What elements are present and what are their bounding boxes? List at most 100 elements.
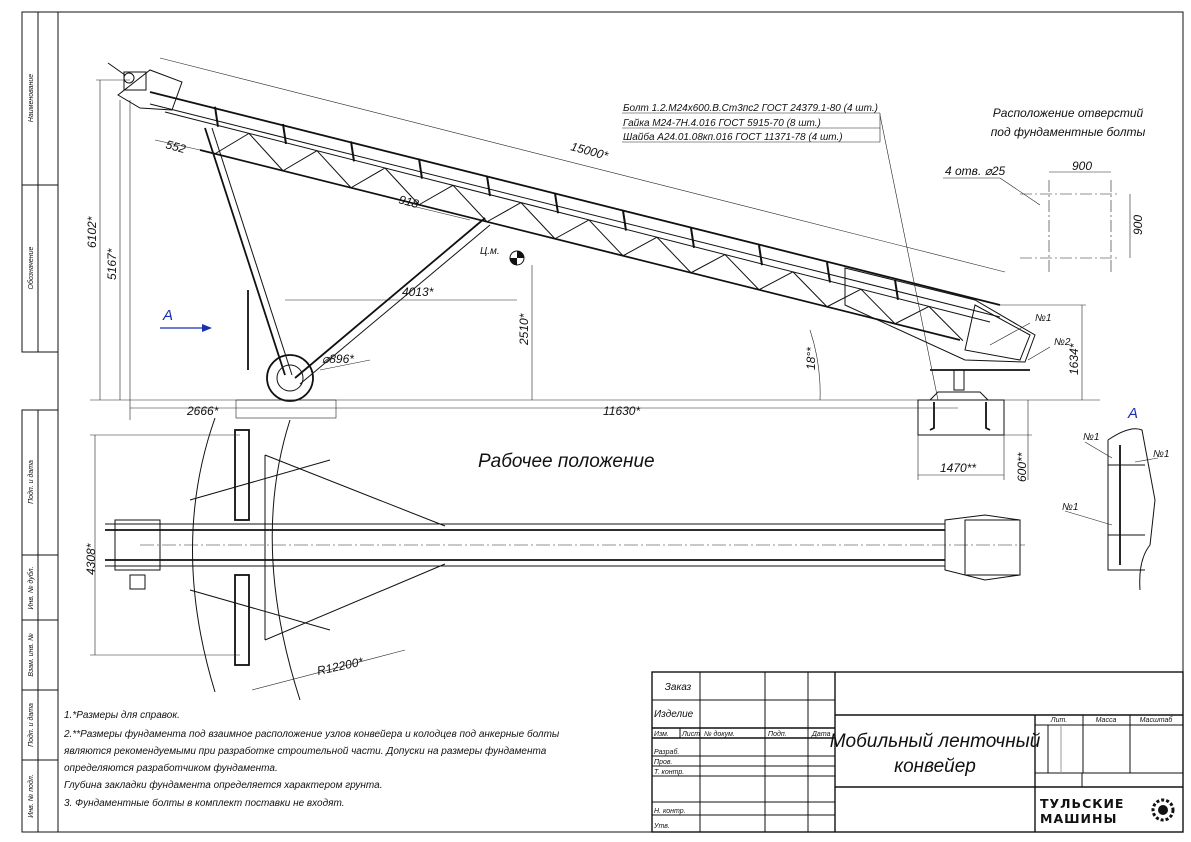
role-label: Т. контр. — [654, 769, 684, 776]
marker-n1: №1 — [1035, 313, 1051, 324]
role-label: Разраб. — [654, 748, 679, 756]
dim-2666: 2666* — [186, 404, 219, 418]
company-gear-logo-icon — [1151, 798, 1175, 822]
dim-600: 600** — [1015, 452, 1029, 482]
belt-roller-bracket — [758, 245, 763, 266]
truss-rail — [149, 103, 1001, 318]
truss-web-member — [554, 219, 590, 240]
side-view — [90, 57, 1100, 480]
fastener-callout — [622, 112, 939, 401]
truss-web — [214, 106, 964, 342]
dim-4013: 4013* — [402, 285, 434, 299]
truss-web-member — [486, 202, 522, 223]
belt-roller-bracket — [554, 193, 559, 214]
truss-rail — [164, 111, 991, 323]
belt-roller-bracket — [418, 158, 423, 179]
dim-11630: 11630* — [603, 404, 640, 418]
margin-label: Инв. № подл. — [27, 774, 35, 817]
truss-web-member — [214, 132, 250, 155]
truss-web-member — [860, 288, 896, 325]
col-header: Изм. — [654, 731, 669, 738]
note-line: Глубина закладки фундамента определяется… — [64, 779, 382, 791]
truss-web-member — [282, 150, 318, 172]
truss-web-member — [724, 254, 760, 291]
center-of-mass-label: Ц.м. — [480, 246, 500, 257]
holes-callout: 4 отв. ⌀25 — [945, 164, 1006, 178]
margin-stamp-upper — [21, 11, 59, 353]
truss-web-member — [452, 184, 488, 223]
col-header: № докум. — [704, 730, 735, 738]
dim-6102: 6102* — [85, 216, 99, 248]
dim-r12200: R12200* — [316, 654, 365, 677]
belt-roller-bracket — [214, 106, 219, 127]
truss-web-member — [418, 184, 454, 206]
belt-roller-bracket — [690, 227, 695, 249]
scale-header: Масштаб — [1140, 716, 1174, 724]
truss-web-member — [622, 236, 658, 257]
note-line: 2.**Размеры фундамента под взаимное расп… — [63, 728, 560, 740]
wheel-hub — [276, 364, 304, 392]
dim-4308: 4308* — [84, 543, 98, 575]
anchor-bolts — [929, 402, 991, 431]
dim-angle: 18°* — [804, 347, 818, 370]
col-header: Дата — [811, 731, 831, 738]
head-drum — [107, 62, 183, 111]
margin-label: Взам. инв. № — [28, 633, 35, 677]
dim-5167: 5167* — [105, 248, 119, 280]
fastener-washer: Шайба А24.01.08кп.016 ГОСТ 11371-78 (4 ш… — [623, 131, 843, 143]
center-of-mass-symbol — [509, 250, 525, 266]
working-position-caption: Рабочее положение — [478, 451, 655, 472]
truss-web-member — [248, 133, 284, 172]
truss-web-member — [690, 254, 726, 274]
truss-bottom-chord — [199, 149, 961, 341]
holes-width: 900 — [1072, 159, 1092, 173]
holes-height: 900 — [1131, 215, 1145, 235]
belt-roller-bracket — [826, 262, 831, 283]
truss-web-member — [826, 288, 862, 308]
belt-roller-bracket — [622, 210, 627, 231]
role-label: Н. контр. — [654, 808, 686, 815]
dim-1470: 1470** — [940, 461, 976, 475]
title-product-label: Изделие — [654, 709, 694, 720]
mass-header: Масса — [1096, 717, 1117, 724]
support-strut — [299, 224, 491, 385]
margin-label: Подп. и дата — [27, 703, 35, 747]
view-a-label: A — [1127, 405, 1138, 422]
col-header: Подп. — [768, 730, 787, 738]
marker-n2: №2 — [1054, 337, 1071, 348]
company-logo-text: ТУЛЬСКИЕ — [1040, 796, 1124, 811]
truss-web-member — [350, 167, 386, 189]
note-line: определяются разработчиком фундамента. — [64, 762, 278, 774]
margin-label: Наименование — [28, 74, 35, 122]
detail-view-a — [1064, 428, 1159, 591]
detail-marker-n1: №1 — [1153, 449, 1169, 460]
margin-label: Подп. и дата — [27, 460, 35, 504]
title-block — [651, 671, 1184, 833]
belt-roller-bracket — [282, 123, 287, 145]
truss-top-chord — [149, 91, 1001, 306]
role-label: Утв. — [653, 823, 670, 830]
belt-roller-bracket — [894, 279, 899, 300]
truss-web-member — [758, 271, 794, 291]
wheel — [266, 354, 314, 402]
dim-918: 918 — [397, 192, 420, 211]
title-order-label: Заказ — [665, 682, 692, 693]
dim-wheel-diameter: ⌀896* — [322, 352, 354, 366]
company-logo-text-2: МАШИНЫ — [1040, 811, 1117, 826]
truss-web-member — [928, 306, 964, 342]
note-line: 3. Фундаментные болты в комплект поставк… — [64, 797, 344, 809]
drawing-title-2: конвейер — [894, 756, 976, 777]
drawing-title: Мобильный ленточный — [830, 731, 1041, 752]
detail-marker-n1: №1 — [1083, 432, 1099, 443]
fastener-bolt: Болт 1.2.М24х600.В.Ст3пс2 ГОСТ 24379.1-8… — [623, 103, 878, 114]
margin-label: Обозначение — [27, 246, 35, 289]
truss-web-member — [520, 202, 556, 240]
detail-marker-n1: №1 — [1062, 502, 1078, 513]
role-label: Пров. — [654, 759, 673, 766]
view-a-arrow-label: A — [162, 307, 173, 324]
dim-552: 552 — [164, 137, 187, 156]
note-line: 1.*Размеры для справок. — [64, 710, 180, 721]
truss-web-member — [792, 271, 828, 308]
holes-title-2: под фундаментные болты — [991, 125, 1146, 139]
